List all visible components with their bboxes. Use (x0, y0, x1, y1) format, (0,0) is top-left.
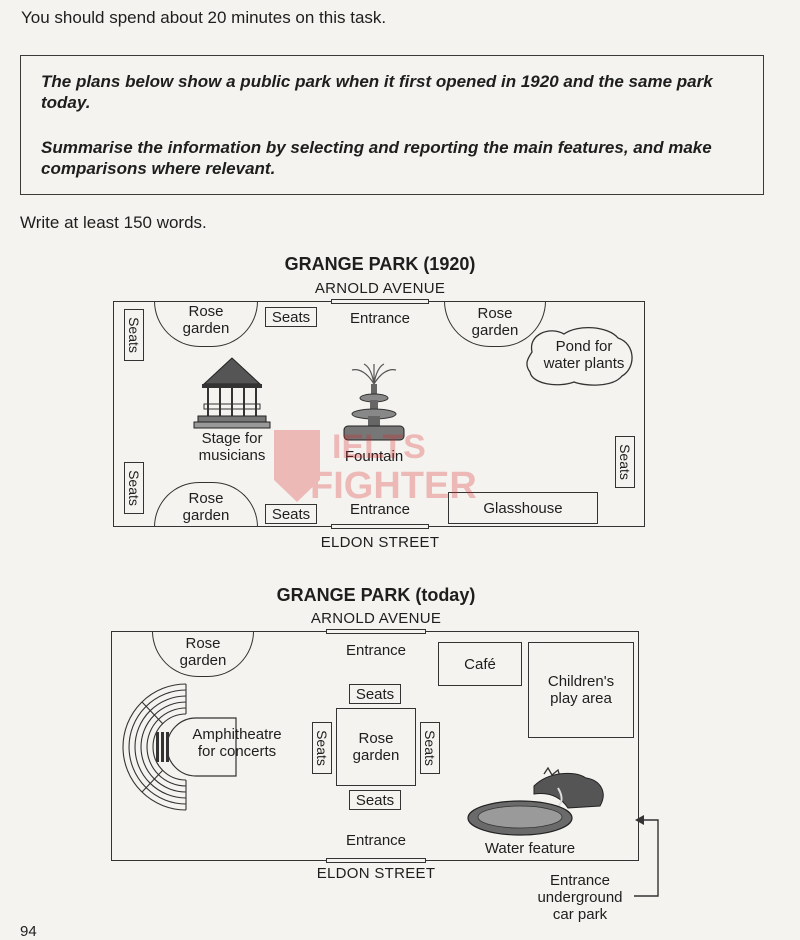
car-park-label: car park (552, 906, 608, 923)
amphitheatre-icon (122, 683, 237, 811)
pond-label: Pond for (555, 338, 613, 355)
plan-today-title: GRANGE PARK (today) (276, 585, 476, 605)
gate-top-today (326, 629, 426, 634)
seats-center-bottom-today: Seats (349, 790, 401, 810)
rose-garden-label: garden (182, 507, 230, 524)
gate-bottom-today (326, 858, 426, 863)
rose-garden-label: garden (182, 320, 230, 337)
play-area-label: play area (550, 690, 612, 707)
gate-top-1920 (331, 299, 429, 304)
play-area-label: Children's (547, 673, 615, 690)
plan-1920-bottom-street: ELDON STREET (320, 534, 440, 551)
entrance-top-1920: Entrance (349, 310, 411, 327)
rose-garden-center-today: Rose garden (336, 708, 416, 786)
seats-right-1920: Seats (615, 436, 635, 488)
seats-label: Seats (422, 730, 438, 766)
seats-left-bottom-1920: Seats (124, 462, 144, 514)
stage-label: Stage for (201, 430, 263, 447)
fountain-icon (343, 363, 405, 441)
rose-garden-label: Rose (477, 305, 513, 322)
cafe-today: Café (438, 642, 522, 686)
plan-today: Rose garden Entrance Entrance Café Child… (111, 629, 639, 863)
gazebo-icon (193, 357, 271, 429)
instruction-text: You should spend about 20 minutes on thi… (21, 8, 387, 27)
entrance-bottom-today: Entrance (345, 832, 407, 849)
car-park-label: underground (537, 889, 623, 906)
task-box: The plans below show a public park when … (20, 55, 764, 195)
seats-label: Seats (617, 444, 633, 480)
plan-1920: Rose garden Rose garden Rose garden Seat… (113, 299, 645, 529)
pond-label: water plants (543, 355, 625, 372)
gate-bottom-1920 (331, 524, 429, 529)
water-feature-icon (467, 766, 604, 836)
rose-garden-label: Rose (185, 635, 221, 652)
seats-center-left-today: Seats (312, 722, 332, 774)
pond-icon (526, 327, 633, 386)
seats-bottom-1920: Seats (265, 504, 317, 524)
plan-1920-title: GRANGE PARK (1920) (284, 254, 476, 274)
play-area-today: Children's play area (528, 642, 634, 738)
seats-top-1920: Seats (265, 307, 317, 327)
seats-label: Seats (314, 730, 330, 766)
car-park-arrow-icon (634, 815, 659, 897)
task-line-2: Summarise the information by selecting a… (41, 138, 712, 178)
plan-1920-top-street: ARNOLD AVENUE (314, 280, 446, 297)
seats-label: Seats (126, 470, 142, 506)
amphitheatre-label: for concerts (197, 743, 277, 760)
fountain-label: Fountain (344, 448, 404, 465)
entrance-top-today: Entrance (345, 642, 407, 659)
rose-garden-label: garden (179, 652, 227, 669)
amphitheatre-label: Amphitheatre (192, 726, 282, 743)
rose-garden-label: Rose (358, 730, 394, 747)
word-count-text: Write at least 150 words. (20, 213, 207, 232)
seats-label: Seats (126, 317, 142, 353)
seats-center-right-today: Seats (420, 722, 440, 774)
car-park-label: Entrance (549, 872, 611, 889)
task-line-1: The plans below show a public park when … (41, 72, 713, 112)
rose-garden-label: garden (471, 322, 519, 339)
stage-label: musicians (198, 447, 266, 464)
entrance-bottom-1920: Entrance (349, 501, 411, 518)
water-feature-label: Water feature (484, 840, 576, 857)
rose-garden-label: Rose (188, 490, 224, 507)
seats-left-top-1920: Seats (124, 309, 144, 361)
glasshouse-1920: Glasshouse (448, 492, 598, 524)
plan-today-top-street: ARNOLD AVENUE (310, 610, 442, 627)
rose-garden-label: garden (352, 747, 400, 764)
rose-garden-label: Rose (188, 303, 224, 320)
seats-center-top-today: Seats (349, 684, 401, 704)
plan-today-bottom-street: ELDON STREET (316, 865, 436, 882)
